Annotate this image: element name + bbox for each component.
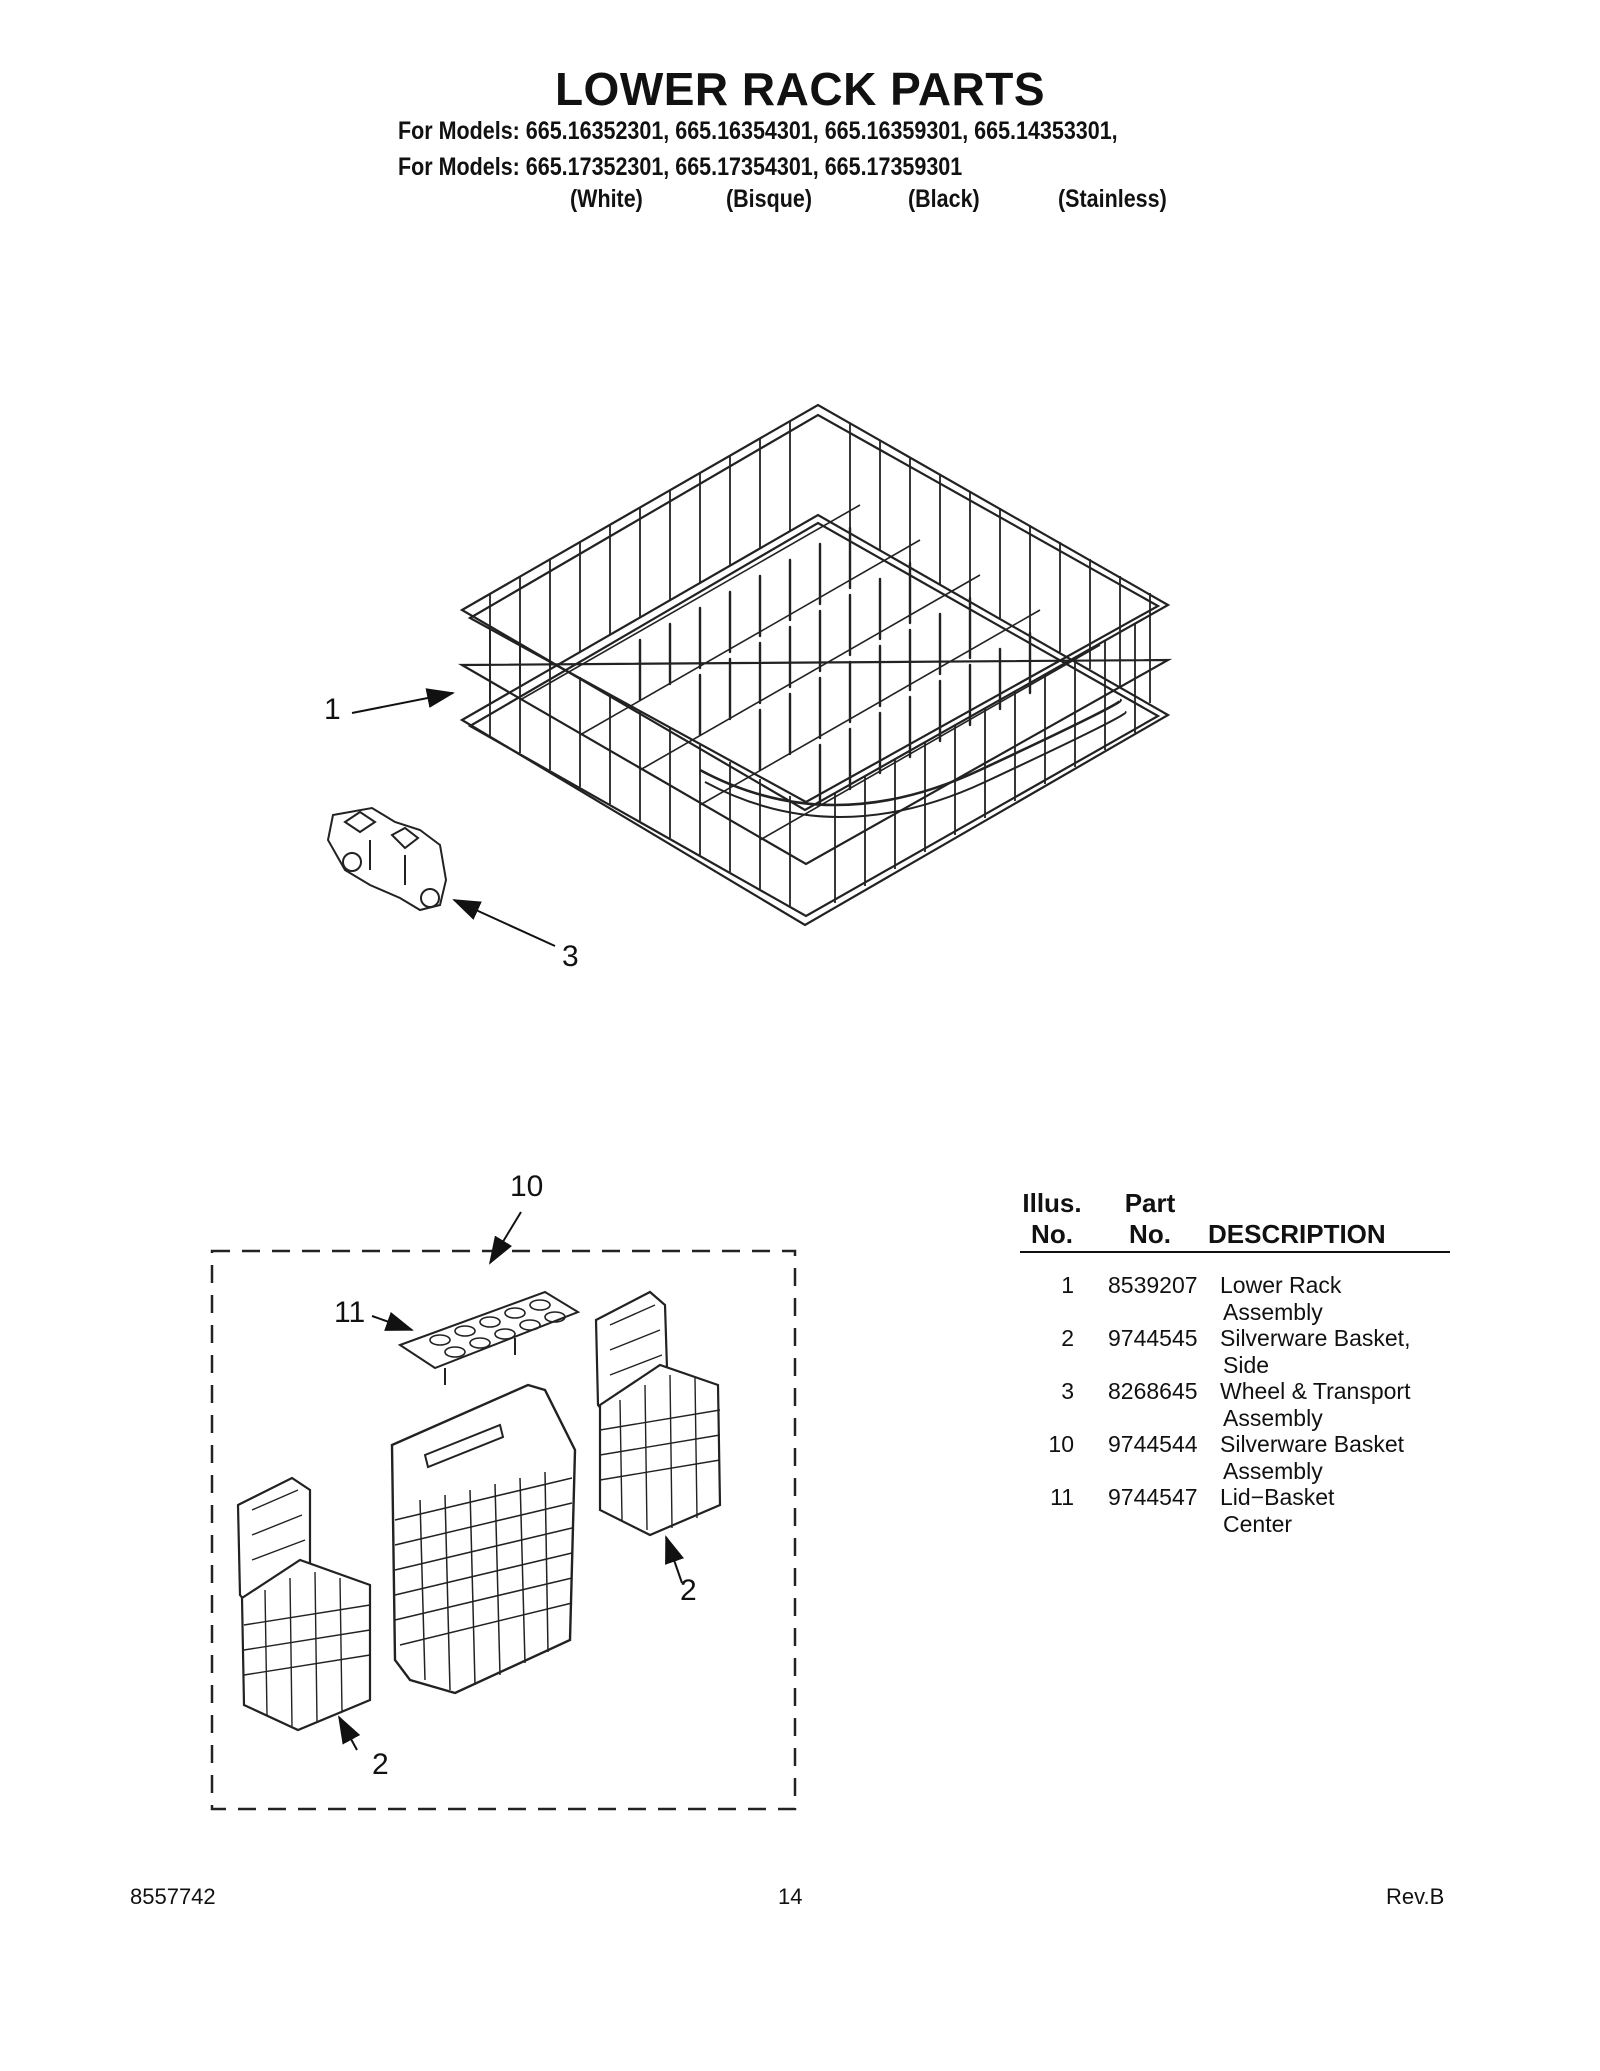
header-illus-line1: Illus. [1022,1188,1082,1218]
row-desc-line2: Assembly [1223,1299,1323,1325]
row-desc-line2: Center [1223,1511,1293,1537]
side-basket-right-illustration [594,1290,722,1537]
models-line-1: For Models: 665.16352301, 665.16354301, … [398,117,1118,145]
row-description: Lower Rack Assembly [1220,1272,1460,1326]
callout-side-basket-left: 2 [372,1748,389,1781]
center-basket-illustration [390,1383,577,1695]
row-part-no: 9744544 [1108,1431,1198,1457]
callout-wheel: 3 [562,940,579,973]
row-description: Silverware Basket Assembly [1220,1431,1460,1485]
finish-black: (Black) [908,185,980,213]
header-part-line1: Part [1124,1188,1176,1218]
row-part-no: 8268645 [1108,1378,1198,1404]
row-desc-line1: Silverware Basket [1220,1431,1405,1457]
header-description: DESCRIPTION [1208,1219,1386,1249]
header-part-no: Part No. [1110,1188,1190,1250]
footer-doc-number: 8557742 [130,1884,216,1909]
row-desc-line2: Assembly [1223,1405,1323,1431]
lid-basket-center-illustration [397,1290,581,1385]
footer-page-number: 14 [778,1884,803,1909]
finish-bisque: (Bisque) [726,185,812,213]
finish-white: (White) [570,185,643,213]
footer-revision: Rev.B [1386,1884,1445,1909]
page-title: LOWER RACK PARTS [554,63,1046,115]
row-desc-line1: Lid−Basket [1220,1484,1335,1510]
row-illus-no: 2 [1061,1325,1074,1351]
callout-side-basket-right: 2 [680,1574,697,1607]
row-description: Wheel & Transport Assembly [1220,1378,1460,1432]
row-desc-line2: Side [1223,1352,1270,1378]
row-description: Lid−Basket Center [1220,1484,1460,1538]
header-part-line2: No. [1129,1219,1171,1249]
header-illus-no: Illus. No. [1012,1188,1092,1250]
row-description: Silverware Basket, Side [1220,1325,1460,1379]
callout-leaders [338,688,684,1751]
row-part-no: 8539207 [1108,1272,1198,1298]
header-illus-line2: No. [1031,1219,1073,1249]
models-line-2: For Models: 665.17352301, 665.17354301, … [398,153,963,181]
row-desc-line1: Silverware Basket, [1220,1325,1411,1351]
row-illus-no: 10 [1048,1431,1074,1457]
callout-lid: 11 [334,1296,366,1329]
row-illus-no: 1 [1061,1272,1074,1298]
side-basket-left-illustration [236,1476,372,1732]
row-illus-no: 11 [1050,1484,1074,1510]
wheel-transport-illustration [326,806,448,912]
finish-stainless: (Stainless) [1058,185,1167,213]
row-part-no: 9744547 [1108,1484,1198,1510]
row-part-no: 9744545 [1108,1325,1198,1351]
lower-rack-illustration [457,403,1173,927]
row-desc-line2: Assembly [1223,1458,1323,1484]
row-illus-no: 3 [1061,1378,1074,1404]
row-desc-line1: Wheel & Transport [1220,1378,1411,1404]
callout-rack: 1 [324,693,341,726]
callout-basket-kit: 10 [510,1170,544,1203]
table-header-rule [1020,1251,1450,1253]
row-desc-line1: Lower Rack [1220,1272,1342,1298]
